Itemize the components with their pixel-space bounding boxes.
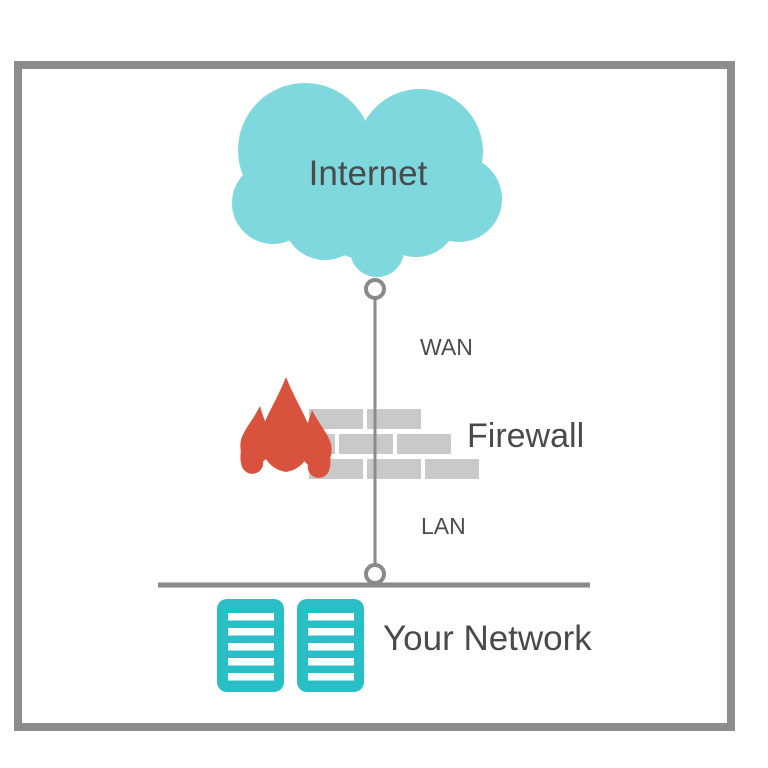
diagram-border-frame (14, 61, 735, 731)
lan-port-circle (364, 563, 386, 585)
wan-label: WAN (420, 334, 473, 360)
brick (309, 409, 363, 429)
internet-label: Internet (308, 154, 428, 193)
your-network-label: Your Network (383, 619, 592, 658)
internet-cloud-icon (232, 83, 502, 277)
brick (425, 459, 479, 479)
wan-port-circle (364, 278, 386, 300)
firewall-flame-icon (240, 377, 332, 478)
server-icon (297, 599, 364, 692)
brick (367, 459, 421, 479)
brick (397, 434, 451, 454)
lan-label: LAN (421, 513, 466, 539)
firewall-label: Firewall (467, 417, 585, 455)
server-icon (217, 599, 284, 692)
server-icons (217, 599, 364, 692)
brick (339, 434, 393, 454)
brick (367, 409, 421, 429)
